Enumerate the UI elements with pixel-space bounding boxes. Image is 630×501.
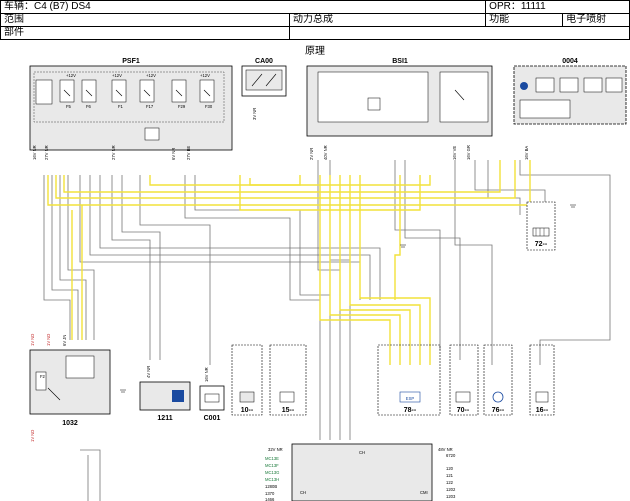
bsi1-conn-d: 16V GR <box>466 145 471 160</box>
parts-value-cell <box>289 26 630 40</box>
c0004-label: 0004 <box>562 58 578 65</box>
svg-text:+12V: +12V <box>112 73 122 78</box>
bsi1-conn-b: 40V NR <box>323 145 328 160</box>
c1032-conn-c: 6V JN <box>62 335 67 346</box>
c70-box[interactable]: 70-- <box>449 344 479 416</box>
c72-box[interactable]: 72-- <box>526 201 556 251</box>
psf1-box[interactable]: PSF1 F5 F6 F1 F17 F29 F30 +12V +12V +12V +12V 1… <box>29 58 233 160</box>
svg-text:+12V: +12V <box>146 73 156 78</box>
svg-text:F1: F1 <box>118 104 124 109</box>
bsi1-conn-a: 2V NR <box>309 148 314 160</box>
c1211-conn-a: 4V NR <box>146 366 151 378</box>
parts-label-cell: 部件 <box>0 26 290 40</box>
psf1-conn-a: 16V NR <box>32 145 37 160</box>
diagram-title: 原理 <box>305 46 325 57</box>
c1032-conn-a: 1V ND <box>30 334 35 346</box>
c0001-conn-a: 16V NR <box>204 367 209 382</box>
bsi1-label: BSI1 <box>392 58 408 65</box>
svg-text:6720: 6720 <box>446 453 456 458</box>
ecu-ch-left: CH <box>300 490 306 495</box>
c1032-conn-d: 1V ND <box>30 430 35 442</box>
svg-text:1203: 1203 <box>446 494 456 499</box>
c78-box[interactable]: ESP 78-- <box>377 344 441 416</box>
ecu-conn-a: 32V NR <box>268 447 283 452</box>
c76-box[interactable]: 76-- <box>483 344 513 416</box>
psf1-label: PSF1 <box>122 58 140 65</box>
psf1-conn-e: 27V BE <box>186 146 191 160</box>
c0001-box[interactable]: C001 16V NR <box>199 367 225 422</box>
ecu-right-pins: 6720 120 121 122 1202 1203 <box>446 453 456 499</box>
svg-text:F30: F30 <box>205 104 213 109</box>
svg-text:1202: 1202 <box>446 487 456 492</box>
bsi1-pins: 2V NR 40V NR 16V VE 16V GR <box>309 145 471 160</box>
c16-box[interactable]: 16-- <box>529 344 555 416</box>
c70-label: 70-- <box>457 407 470 414</box>
c78-label: 78-- <box>404 407 417 414</box>
c1032-label: 1032 <box>62 420 78 427</box>
svg-text:122: 122 <box>446 480 454 485</box>
svg-text:1370: 1370 <box>265 491 275 496</box>
svg-text:F2: F2 <box>40 374 46 379</box>
wheel-sensor-icon <box>492 391 504 403</box>
header-table: 车辆：C4 (B7) DS4 OPR：11111 范围 动力总成 功能 电子喷射… <box>0 0 630 40</box>
ecu-ch-top: CH <box>359 450 365 455</box>
c10-label: 10-- <box>241 407 254 414</box>
svg-text:F29: F29 <box>178 104 186 109</box>
c15-label: 15-- <box>282 407 295 414</box>
svg-text:MC13H: MC13H <box>265 477 279 482</box>
svg-text:F6: F6 <box>86 104 92 109</box>
c1211-box[interactable]: 1211 4V NR <box>139 366 191 422</box>
svg-text:F5: F5 <box>66 104 72 109</box>
c1032-conn-b: 1V ND <box>46 334 51 346</box>
bsi1-conn-c: 16V VE <box>452 146 457 160</box>
ground-icon <box>120 204 576 393</box>
indicator-icon <box>520 82 528 90</box>
c1032-box[interactable]: F2 1032 1V ND 1V ND 1V ND 6V JN <box>29 334 111 442</box>
svg-text:+12V: +12V <box>200 73 210 78</box>
psf1-conn-b: 27V NR <box>44 145 49 160</box>
psf1-conn-d: 6V NR <box>171 148 176 160</box>
c76-label: 76-- <box>492 407 505 414</box>
ecu-cmi: CMI <box>420 490 428 495</box>
ca00-label: CA00 <box>255 58 273 65</box>
esp-icon: ESP <box>406 396 415 401</box>
bsi1-box[interactable]: BSI1 2V NR 40V NR 16V VE 16V GR <box>306 58 493 160</box>
ecu-box[interactable]: CH CH CMI 32V NR 48V NR MC13E MC13F MC13… <box>265 443 456 501</box>
svg-text:121: 121 <box>446 473 454 478</box>
pump-icon <box>172 390 184 402</box>
c0004-box[interactable]: 0004 16V BA <box>513 58 627 160</box>
svg-text:120: 120 <box>446 466 454 471</box>
c10-box[interactable]: 10-- <box>231 344 263 416</box>
psf1-conn-c: 27V NR <box>111 145 116 160</box>
svg-text:1280B: 1280B <box>265 484 277 489</box>
svg-text:+12V: +12V <box>66 73 76 78</box>
ecu-left-pins: MC13E MC13F MC13G MC13H 1280B 1370 1466 <box>265 456 279 501</box>
c72-label: 72-- <box>535 241 548 248</box>
ca00-conn-a: 3V NR <box>252 108 257 120</box>
svg-text:MC13F: MC13F <box>265 463 279 468</box>
ca00-box[interactable]: CA00 3V NR <box>241 58 287 120</box>
svg-text:MC13G: MC13G <box>265 470 279 475</box>
yellow-wires <box>47 160 531 365</box>
gray-wires <box>43 160 611 501</box>
ecu-conn-b: 48V NR <box>438 447 453 452</box>
svg-text:F17: F17 <box>146 104 154 109</box>
c1211-label: 1211 <box>157 415 172 422</box>
psf1-pins: 16V NR 27V NR 27V NR 6V NR 27V BE <box>32 145 191 160</box>
c16-label: 16-- <box>536 407 549 414</box>
svg-text:MC13E: MC13E <box>265 456 279 461</box>
c0001-label: C001 <box>204 415 221 422</box>
c0004-conn-a: 16V BA <box>524 146 529 160</box>
c15-box[interactable]: 15-- <box>269 344 307 416</box>
svg-text:1466: 1466 <box>265 497 275 501</box>
